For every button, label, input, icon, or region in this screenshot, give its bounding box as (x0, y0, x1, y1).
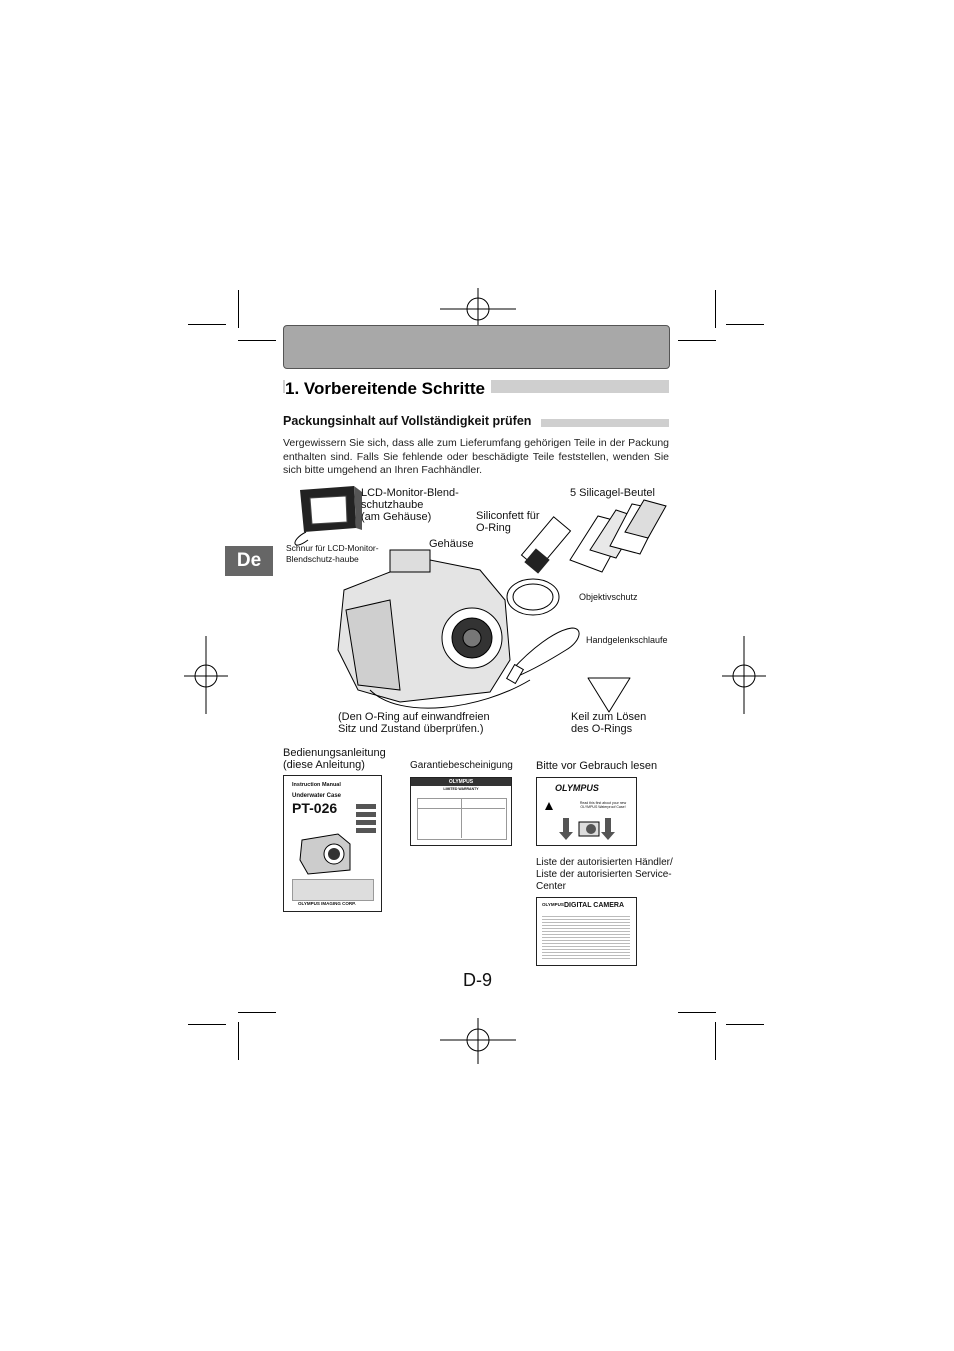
registration-mark-top (440, 288, 516, 332)
label-lcd-strap: Schnur für LCD-Monitor- Blendschutz-haub… (286, 543, 379, 564)
label-dealer-list: Liste der autorisierten Händler/ Liste d… (536, 857, 673, 892)
read-first-brand: OLYMPUS (555, 783, 599, 793)
registration-mark-left (184, 636, 228, 714)
section-title: 1. Vorbereitende Schritte (285, 378, 491, 400)
manual-camera-image (299, 833, 351, 875)
manual-product: Underwater Case (292, 793, 342, 799)
registration-mark-bottom (440, 1018, 516, 1064)
read-first-card: OLYMPUS Read this first about your new O… (536, 777, 637, 846)
dealer-list-card: OLYMPUS DIGITAL CAMERA (536, 897, 637, 966)
label-lens-cap: Objektivschutz (579, 592, 638, 602)
warranty-card: OLYMPUS LIMITED WARRANTY (410, 777, 512, 846)
warranty-brand: OLYMPUS (411, 778, 511, 786)
wrist-strap-drawing (505, 627, 580, 685)
label-read-first: Bitte vor Gebrauch lesen (536, 760, 658, 772)
subtitle-bar (541, 419, 669, 427)
label-warranty: Garantiebescheinigung (410, 760, 513, 771)
page-number: D-9 (463, 970, 493, 990)
subsection-title: Packungsinhalt auf Vollständigkeit prüfe… (283, 414, 532, 428)
language-tab: De (225, 546, 273, 576)
label-lcd-hood: LCD-Monitor-Blend- schutzhaube (am Gehäu… (361, 487, 459, 523)
manual-model: PT-026 (292, 800, 338, 816)
label-silicagel: 5 Silicagel-Beutel (570, 487, 655, 499)
grease-tube-drawing (520, 516, 572, 574)
registration-mark-right (722, 636, 766, 714)
housing-drawing (337, 549, 531, 709)
dealer-brand: OLYMPUS (542, 902, 564, 907)
manual-brand-footer: OLYMPUS IMAGING CORP. (298, 901, 356, 906)
label-wrist-strap: Handgelenkschlaufe (586, 635, 668, 645)
manual-cover: Instruction Manual Underwater Case PT-02… (283, 775, 382, 912)
warranty-heading: LIMITED WARRANTY (443, 787, 479, 791)
package-contents-illustration (294, 486, 667, 713)
intro-paragraph: Vergewissern Sie sich, dass alle zum Lie… (283, 437, 669, 476)
label-grease: Siliconfett für O-Ring (476, 510, 540, 534)
label-housing: Gehäuse (429, 538, 474, 550)
label-oring-note: (Den O-Ring auf einwandfreien Sitz und Z… (338, 711, 490, 735)
label-wedge: Keil zum Lösen des O-Rings (571, 711, 647, 735)
header-banner (283, 325, 670, 369)
read-first-illustration (545, 802, 615, 840)
wedge-drawing (587, 677, 631, 713)
lcd-hood-drawing (294, 486, 362, 546)
manual-heading: Instruction Manual (292, 782, 341, 788)
read-first-text: Read this first about your new OLYMPUS W… (579, 801, 627, 809)
silicagel-drawing (569, 499, 667, 573)
lens-cap-drawing (506, 578, 560, 616)
dealer-heading: DIGITAL CAMERA (564, 902, 625, 909)
label-manual: Bedienungsanleitung (diese Anleitung) (283, 747, 386, 771)
